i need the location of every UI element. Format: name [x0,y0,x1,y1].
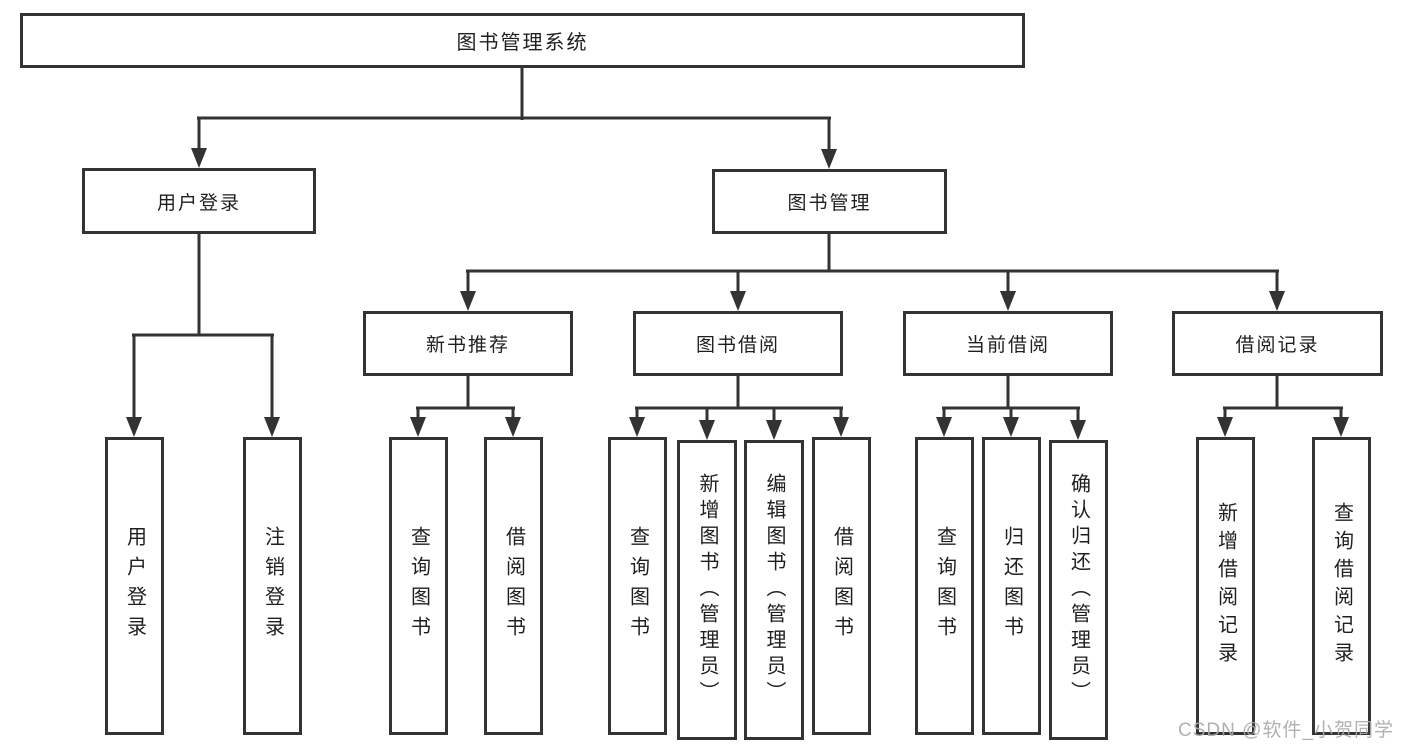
node-borrow-records: 借阅记录 [1172,311,1383,376]
leaf-add-borrow-record: 新增借阅记录 [1196,437,1255,735]
leaf-add-book-admin: 新增图书（管理员） [677,440,737,740]
node-new-book-recommend: 新书推荐 [363,311,573,376]
leaf-confirm-return-admin: 确认归还（管理员） [1049,440,1108,740]
node-user-login: 用户登录 [82,168,316,234]
arrowheads [126,148,1349,440]
leaf-query-book-borrow: 查询图书 [608,437,667,735]
leaf-edit-book-admin: 编辑图书（管理员） [744,440,804,740]
node-book-borrow: 图书借阅 [633,311,843,376]
leaf-borrow-book-recommend: 借阅图书 [484,437,543,735]
node-book-management: 图书管理 [712,169,947,234]
csdn-watermark: CSDN @软件_小贺同学 [1178,720,1394,741]
node-library-management-system: 图书管理系统 [20,13,1025,68]
leaf-return-book: 归还图书 [982,437,1041,735]
leaf-query-borrow-record: 查询借阅记录 [1312,437,1371,735]
leaf-user-login: 用户登录 [105,437,164,735]
leaf-query-book-current: 查询图书 [915,437,974,735]
leaf-borrow-book: 借阅图书 [812,437,871,735]
leaf-logout: 注销登录 [243,437,302,735]
leaf-query-book-recommend: 查询图书 [389,437,448,735]
node-current-borrow: 当前借阅 [903,311,1113,376]
